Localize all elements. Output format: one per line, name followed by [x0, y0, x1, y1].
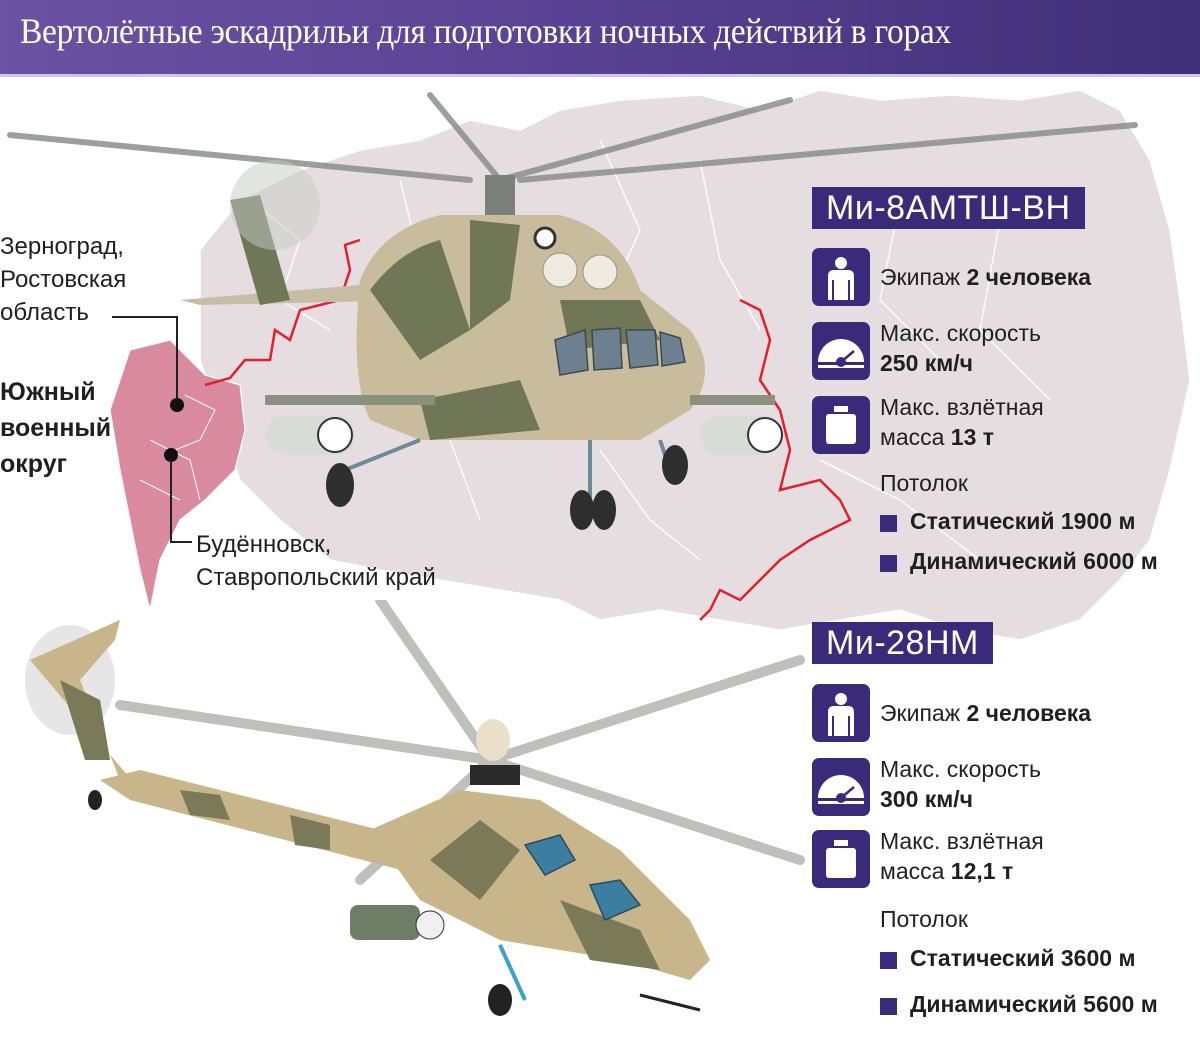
bullet-icon: [880, 998, 897, 1015]
leader-line-zernograd: [112, 316, 177, 318]
person-icon: [812, 684, 870, 742]
mi8-helicopter-illustration: [7, 92, 1138, 530]
speedometer-icon: [812, 322, 870, 380]
mass-stat-mi8: Макс. взлётная масса 13 т: [880, 394, 1044, 450]
page-title: Вертолётные эскадрильи для подготовки но…: [20, 11, 951, 51]
speedometer-icon: [812, 758, 870, 816]
location-label-budyonnovsk: Будённовск, Ставропольский край: [196, 531, 436, 591]
title-banner: Вертолётные эскадрильи для подготовки но…: [0, 0, 1200, 77]
bullet-icon: [880, 555, 897, 572]
ceiling-dynamic-mi28: Динамический 5600 м: [910, 991, 1158, 1017]
leader-line-zernograd-vertical: [176, 316, 178, 404]
mass-stat-mi28: Макс. взлётная масса 12,1 т: [880, 828, 1044, 884]
bullet-icon: [880, 952, 897, 969]
weight-icon: [812, 396, 870, 454]
location-label-zernograd: Зерноград, Ростовская область: [0, 233, 127, 326]
location-marker-budyonnovsk: [164, 448, 178, 462]
leader-line-budyonnovsk-vertical: [170, 460, 172, 542]
ceiling-dynamic-mi8: Динамический 6000 м: [910, 548, 1158, 574]
model-tag-mi28: Ми-28НМ: [812, 622, 993, 664]
ceiling-static-mi28: Статический 3600 м: [910, 945, 1136, 971]
bullet-icon: [880, 515, 897, 532]
mi28-helicopter-illustration: [25, 600, 805, 1016]
weight-icon: [812, 830, 870, 888]
model-tag-mi8: Ми-8АМТШ-ВН: [812, 187, 1085, 229]
speed-stat-mi28: Макс. скорость 300 км/ч: [880, 756, 1042, 812]
crew-stat-mi28: Экипаж 2 человека: [880, 700, 1092, 726]
ceiling-label-mi8: Потолок: [880, 470, 968, 496]
ceiling-label-mi28: Потолок: [880, 906, 968, 932]
district-label: Южный военный округ: [0, 378, 112, 478]
crew-stat-mi8: Экипаж 2 человека: [880, 264, 1092, 290]
location-marker-zernograd: [170, 398, 184, 412]
leader-line-budyonnovsk: [170, 541, 192, 543]
speed-stat-mi8: Макс. скорость 250 км/ч: [880, 320, 1042, 376]
ceiling-static-mi8: Статический 1900 м: [910, 508, 1136, 534]
person-icon: [812, 248, 870, 306]
